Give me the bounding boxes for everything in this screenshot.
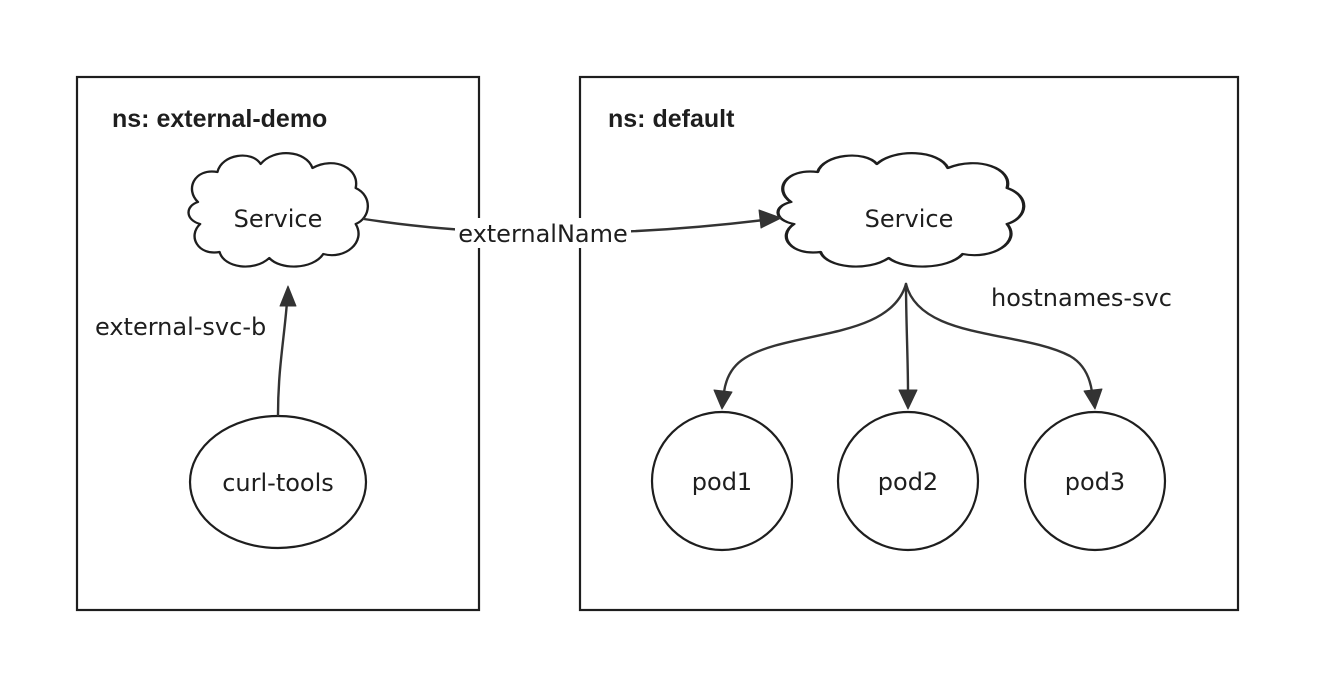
edge-label-hostnames-svc: hostnames-svc bbox=[991, 284, 1172, 312]
arrowhead-pod1 bbox=[713, 389, 733, 410]
namespace-title-left: ns: external-demo bbox=[112, 105, 327, 133]
pod2-circle bbox=[836, 410, 980, 552]
edge-label-background bbox=[455, 218, 631, 248]
pod1-circle bbox=[650, 410, 794, 552]
edge-curl-to-service: external-svc-b bbox=[95, 285, 297, 417]
edge-line-pod2 bbox=[904, 282, 910, 394]
edge-external-name: externalName bbox=[362, 209, 782, 248]
right-service-node: Service bbox=[776, 151, 1026, 269]
pod2-node: pod2 bbox=[836, 410, 980, 552]
left-service-node: Service bbox=[187, 151, 370, 268]
pod3-node: pod3 bbox=[1023, 410, 1167, 552]
arrowhead-pod2 bbox=[898, 389, 918, 410]
edges-service-to-pods: hostnames-svc bbox=[713, 282, 1172, 410]
curl-tools-node: curl-tools bbox=[188, 414, 368, 550]
edge-line-pod3 bbox=[904, 282, 1094, 394]
curl-tools-label: curl-tools bbox=[222, 469, 334, 497]
namespace-title-right: ns: default bbox=[608, 105, 735, 133]
arrowhead-external-name bbox=[758, 209, 782, 229]
edge-line-curl bbox=[276, 300, 289, 417]
pod3-circle bbox=[1023, 410, 1167, 552]
left-service-label: Service bbox=[234, 205, 323, 233]
pod1-label: pod1 bbox=[692, 468, 752, 496]
pod1-node: pod1 bbox=[650, 410, 794, 552]
pod2-label: pod2 bbox=[878, 468, 938, 496]
arrowhead-curl bbox=[279, 285, 297, 307]
arrowhead-pod3 bbox=[1083, 388, 1103, 410]
edge-label-external-svc-b: external-svc-b bbox=[95, 313, 266, 341]
right-service-label: Service bbox=[865, 205, 954, 233]
edge-label-external-name: externalName bbox=[458, 220, 628, 248]
pod3-label: pod3 bbox=[1065, 468, 1125, 496]
edge-line-pod1 bbox=[722, 282, 908, 394]
